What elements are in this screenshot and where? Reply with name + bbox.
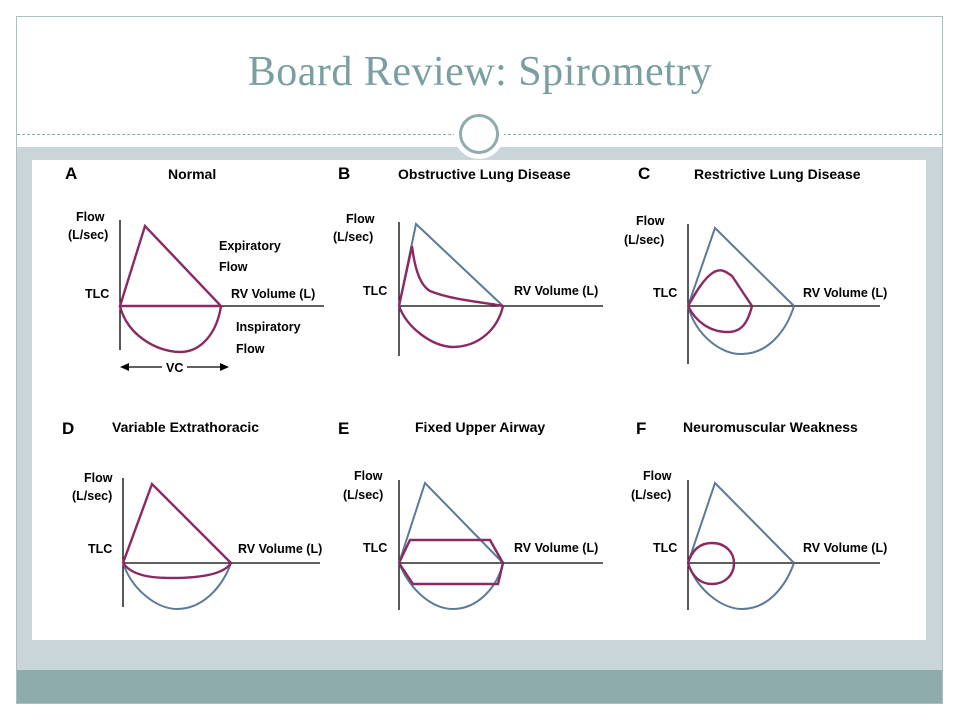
inspiratory-label: Inspiratory <box>236 320 301 334</box>
tlc-label: TLC <box>363 284 387 298</box>
normal-reference-curve <box>687 226 795 307</box>
flow-label: Flow <box>636 214 665 228</box>
panel-letter: D <box>62 419 74 438</box>
panel-letter: B <box>338 164 350 183</box>
panel-f: F Neuromuscular Weakness Flow (L/sec) TL… <box>631 419 887 611</box>
panel-e: E Fixed Upper Airway Flow (L/sec) TLC RV… <box>338 419 603 611</box>
panel-title: Restrictive Lung Disease <box>694 166 861 182</box>
rv-volume-label: RV Volume (L) <box>231 287 315 301</box>
panel-title: Neuromuscular Weakness <box>683 419 858 435</box>
panel-letter: F <box>636 419 646 438</box>
normal-reference-curve <box>687 481 795 564</box>
rv-volume-label: RV Volume (L) <box>803 286 887 300</box>
expiratory-curve <box>121 481 232 564</box>
flow-label: Flow <box>84 471 113 485</box>
flow-label: Flow <box>354 469 383 483</box>
flow-unit-label: (L/sec) <box>333 230 373 244</box>
panel-c: C Restrictive Lung Disease Flow (L/sec) … <box>624 164 887 364</box>
expiratory-label: Expiratory <box>219 239 281 253</box>
panel-title: Normal <box>168 166 216 182</box>
expiratory-plateau <box>397 538 505 564</box>
flow-label: Flow <box>76 210 105 224</box>
flow-label: Flow <box>643 469 672 483</box>
tlc-label: TLC <box>88 542 112 556</box>
panel-title: Fixed Upper Airway <box>415 419 545 435</box>
flow-unit-label: (L/sec) <box>631 488 671 502</box>
panel-d: D Variable Extrathoracic Flow (L/sec) TL… <box>62 419 322 611</box>
tlc-label: TLC <box>653 286 677 300</box>
rv-volume-label: RV Volume (L) <box>238 542 322 556</box>
panel-letter: A <box>65 164 77 183</box>
tlc-label: TLC <box>363 541 387 555</box>
small-loop-curve <box>686 541 736 586</box>
tlc-label: TLC <box>85 287 109 301</box>
vc-label: VC <box>166 361 183 375</box>
inspiratory-plateau <box>398 562 505 586</box>
inspiratory-curve <box>397 305 505 349</box>
normal-inspiratory-curve <box>122 562 232 611</box>
arrowhead-left-icon <box>120 363 129 371</box>
ring-ornament-icon <box>454 109 504 159</box>
normal-reference-curve <box>398 481 504 564</box>
rv-volume-label: RV Volume (L) <box>803 541 887 555</box>
flow-unit-label: (L/sec) <box>68 228 108 242</box>
flow-unit-label: (L/sec) <box>72 489 112 503</box>
panel-title: Obstructive Lung Disease <box>398 166 571 182</box>
normal-inspiratory-curve <box>398 562 504 611</box>
flow-unit-label: (L/sec) <box>343 488 383 502</box>
footer-band <box>17 670 942 703</box>
panel-b: B Obstructive Lung Disease Flow (L/sec) … <box>333 164 603 356</box>
flow-unit-label: (L/sec) <box>624 233 664 247</box>
panel-letter: C <box>638 164 650 183</box>
normal-inspiratory-curve <box>687 562 795 611</box>
rv-volume-label: RV Volume (L) <box>514 541 598 555</box>
panel-title: Variable Extrathoracic <box>112 419 259 435</box>
expiratory-flow-label: Flow <box>219 260 248 274</box>
slide-title: Board Review: Spirometry <box>247 49 713 95</box>
expiratory-curve <box>118 223 224 308</box>
inspiratory-curve <box>118 305 223 354</box>
flow-label: Flow <box>346 212 375 226</box>
spirometry-figure: A Normal Flow (L/sec) TLC RV Volume (L) … <box>32 160 926 640</box>
tlc-label: TLC <box>653 541 677 555</box>
panel-a: A Normal Flow (L/sec) TLC RV Volume (L) … <box>65 164 324 375</box>
rv-volume-label: RV Volume (L) <box>514 284 598 298</box>
inspiratory-flow-label: Flow <box>236 342 265 356</box>
normal-inspiratory-curve <box>687 305 795 356</box>
inspiratory-curve-flattened <box>122 562 233 580</box>
expiratory-curve <box>397 245 504 308</box>
arrowhead-right-icon <box>220 363 229 371</box>
inspiratory-curve <box>686 305 754 334</box>
flow-volume-loops: A Normal Flow (L/sec) TLC RV Volume (L) … <box>62 164 887 611</box>
expiratory-curve <box>686 269 753 307</box>
panel-letter: E <box>338 419 349 438</box>
